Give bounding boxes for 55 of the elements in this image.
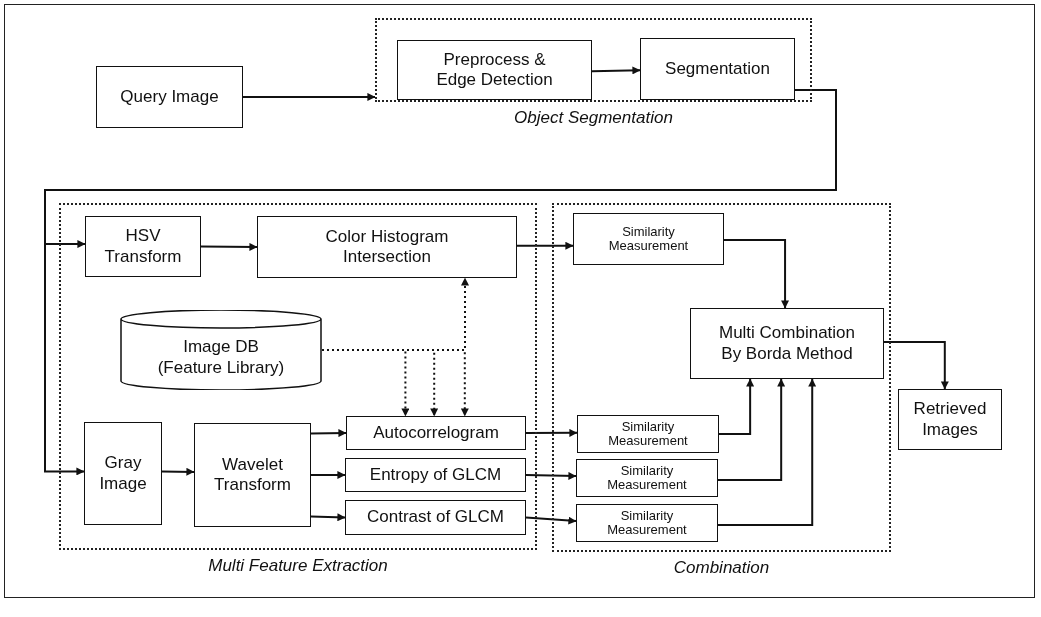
node-label: Segmentation: [665, 58, 770, 80]
arrow: [242, 92, 376, 101]
node-label: Autocorrelogram: [373, 422, 499, 444]
arrow: [200, 242, 258, 251]
process-box: [576, 459, 718, 497]
process-box: [397, 40, 592, 100]
arrow: [525, 428, 578, 437]
arrow: [44, 89, 837, 476]
process-box: [577, 415, 719, 453]
arrow: [310, 429, 347, 438]
arrow: [516, 241, 574, 250]
arrow: [723, 239, 790, 309]
process-box: [898, 389, 1002, 450]
arrow: [525, 516, 577, 525]
process-box: [345, 458, 526, 492]
arrow: [718, 378, 755, 435]
database-cylinder: [120, 310, 322, 390]
node-label: Color Histogram Intersection: [324, 226, 450, 268]
node-label: Wavelet Transform: [213, 454, 292, 496]
node-label: Query Image: [120, 86, 219, 108]
node-label: Preprocess & Edge Detection: [435, 49, 554, 91]
process-box: [194, 423, 311, 527]
node-label: Multi Combination By Borda Method: [717, 323, 857, 364]
group-title: Multi Feature Extraction: [207, 556, 389, 576]
node-label: Similarity Measurement: [606, 509, 688, 537]
arrow: [591, 66, 641, 75]
node-label: Entropy of GLCM: [369, 464, 502, 486]
process-box: [85, 216, 201, 277]
process-box: [576, 504, 718, 542]
process-box: [346, 416, 526, 450]
group-title: Object Segmentation: [513, 108, 674, 128]
arrow: [161, 467, 195, 476]
node-label: Similarity Measurement: [607, 225, 690, 253]
node-label: HSV Transform: [103, 226, 183, 267]
process-box: [640, 38, 795, 100]
arrow: [883, 341, 949, 390]
process-box: [84, 422, 162, 525]
process-box: [345, 500, 526, 535]
node-label: Image DB (Feature Library): [156, 335, 286, 379]
node-label: Similarity Measurement: [607, 420, 689, 448]
node-label: Gray Image: [98, 453, 148, 494]
dotted-arrow: [321, 349, 469, 417]
arrow: [717, 378, 786, 481]
group-title: Combination: [672, 558, 771, 578]
arrow: [310, 471, 346, 479]
node-label: Similarity Measurement: [606, 464, 688, 492]
arrow: [717, 378, 817, 526]
process-box: [257, 216, 517, 278]
node-label: Retrieved Images: [912, 399, 988, 440]
node-label: Contrast of GLCM: [367, 507, 504, 528]
process-box: [96, 66, 243, 128]
process-box: [573, 213, 724, 265]
arrow: [525, 471, 577, 480]
process-box: [690, 308, 884, 379]
arrow: [310, 513, 346, 522]
